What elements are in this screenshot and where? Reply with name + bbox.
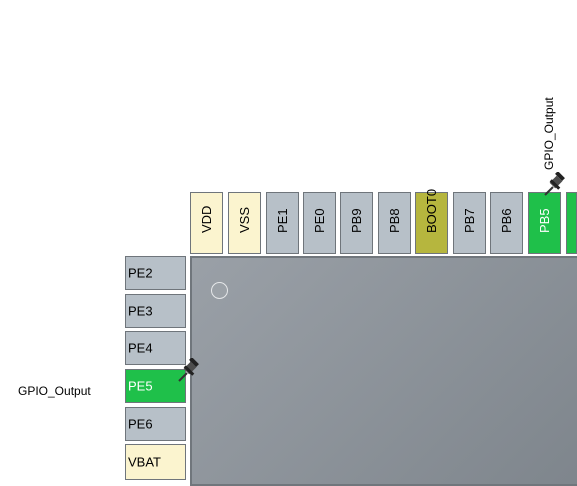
pin-label: PB9 bbox=[348, 208, 364, 233]
pin-pe2[interactable]: PE2 bbox=[125, 256, 186, 290]
pin-boot0[interactable]: BOOT0 bbox=[415, 188, 448, 254]
pin-label: PE6 bbox=[128, 416, 153, 432]
pin-label: PE1 bbox=[274, 208, 290, 233]
pin-pe6[interactable]: PE6 bbox=[125, 407, 186, 441]
pin-label: PB8 bbox=[386, 208, 402, 233]
pin1-indicator-dot bbox=[211, 282, 228, 299]
pin-vss[interactable]: VSS bbox=[228, 192, 261, 254]
pin-pb9[interactable]: PB9 bbox=[340, 192, 373, 254]
pb5-signal-label[interactable]: GPIO_Output bbox=[542, 97, 556, 170]
pin-pe5[interactable]: PE5 bbox=[125, 369, 186, 403]
pushpin-icon bbox=[544, 172, 565, 196]
pushpin-icon bbox=[178, 358, 199, 382]
pin-pe4[interactable]: PE4 bbox=[125, 331, 186, 365]
pin-label: PB5 bbox=[536, 208, 552, 233]
pin-label: PB7 bbox=[461, 208, 477, 233]
pin-pb7[interactable]: PB7 bbox=[453, 192, 486, 254]
pin-label: VSS bbox=[236, 206, 252, 233]
pin-label: VDD bbox=[198, 205, 214, 233]
pin-pb6[interactable]: PB6 bbox=[490, 192, 523, 254]
pin-label: PE5 bbox=[128, 378, 153, 394]
pin-pe3[interactable]: PE3 bbox=[125, 294, 186, 328]
pin-label: PE4 bbox=[128, 340, 153, 356]
pin-label: BOOT0 bbox=[423, 188, 439, 233]
pin-vdd[interactable]: VDD bbox=[190, 192, 223, 254]
pin-label: PE2 bbox=[128, 265, 153, 281]
pin-vbat[interactable]: VBAT bbox=[125, 444, 186, 480]
pin-label: VBAT bbox=[128, 454, 161, 470]
pin-pb5[interactable]: PB5 bbox=[528, 192, 561, 254]
pin-pe0[interactable]: PE0 bbox=[303, 192, 336, 254]
pin-pe1[interactable]: PE1 bbox=[266, 192, 299, 254]
mcu-chip-body bbox=[190, 256, 577, 486]
pin-label: PB6 bbox=[498, 208, 514, 233]
pin-label: PE0 bbox=[311, 208, 327, 233]
pin-partial-right[interactable] bbox=[566, 192, 577, 254]
pe5-signal-label[interactable]: GPIO_Output bbox=[18, 384, 91, 398]
pin-pb8[interactable]: PB8 bbox=[378, 192, 411, 254]
pin-label: PE3 bbox=[128, 303, 153, 319]
